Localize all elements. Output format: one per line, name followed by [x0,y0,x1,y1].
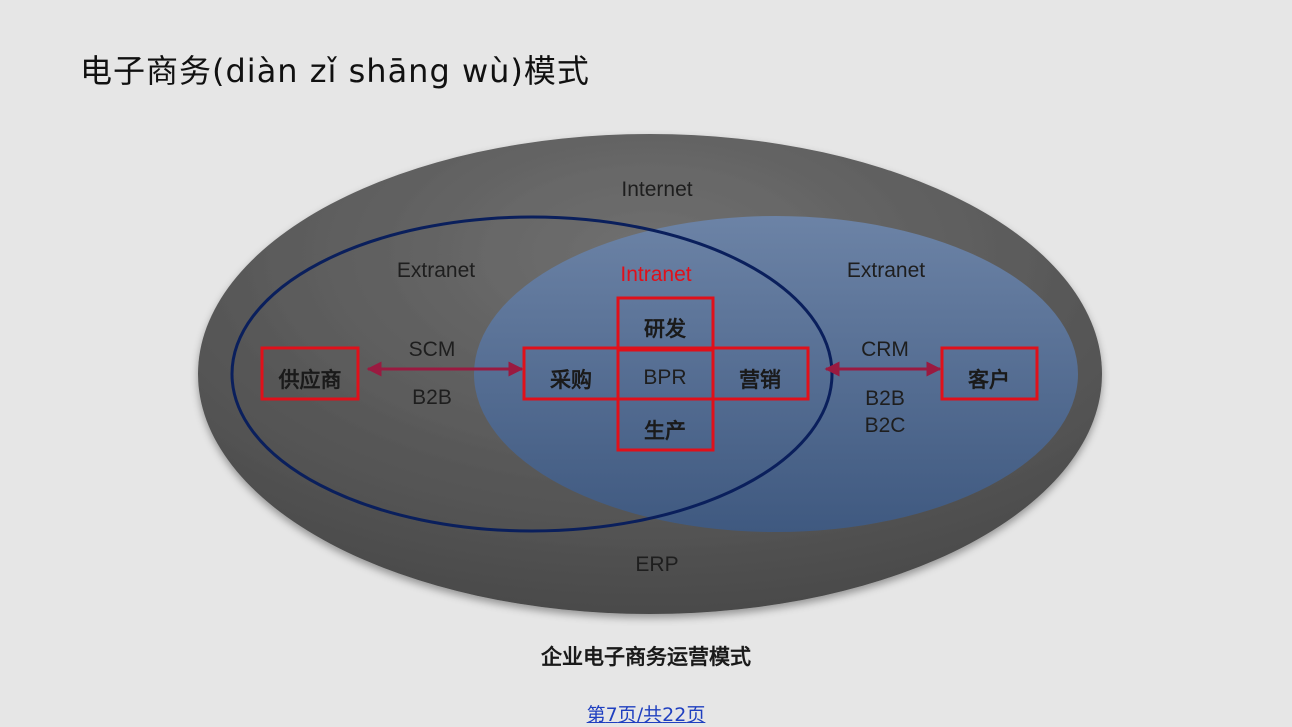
extranet-left-label: Extranet [397,259,475,282]
rnd-label: 研发 [644,317,687,341]
purchasing-label: 采购 [550,368,592,392]
b2b-left-label: B2B [412,386,452,409]
intranet-ellipse [474,216,1078,532]
footer-middle: 页/共 [617,704,663,726]
production-label: 生产 [644,419,686,443]
page-footer[interactable]: 第7页/共22页 [0,700,1292,727]
internet-label: Internet [621,178,692,201]
slide-title: 电子商务(diàn zǐ shāng wù)模式 [80,52,590,90]
customer-box: 客户 [940,346,1039,401]
customer-label: 客户 [968,368,1010,392]
scm-label: SCM [409,338,456,361]
footer-suffix: 页 [686,704,706,726]
footer-total-pages: 22 [662,704,687,726]
b2c-label: B2C [865,414,906,437]
diagram-caption: 企业电子商务运营模式 [541,645,751,669]
crm-label: CRM [861,338,909,361]
supplier-label: 供应商 [278,368,342,392]
bpr-label: BPR [643,366,686,389]
intranet-label: Intranet [620,263,691,286]
erp-label: ERP [635,553,678,576]
marketing-label: 营销 [739,368,781,392]
b2b-right-label: B2B [865,387,905,410]
extranet-right-label: Extranet [847,259,925,282]
footer-prefix: 第 [586,704,606,726]
bpr-cross: 研发 采购 BPR 营销 生产 [522,296,810,452]
footer-page-number: 7 [605,704,618,726]
supplier-box: 供应商 [260,346,360,401]
